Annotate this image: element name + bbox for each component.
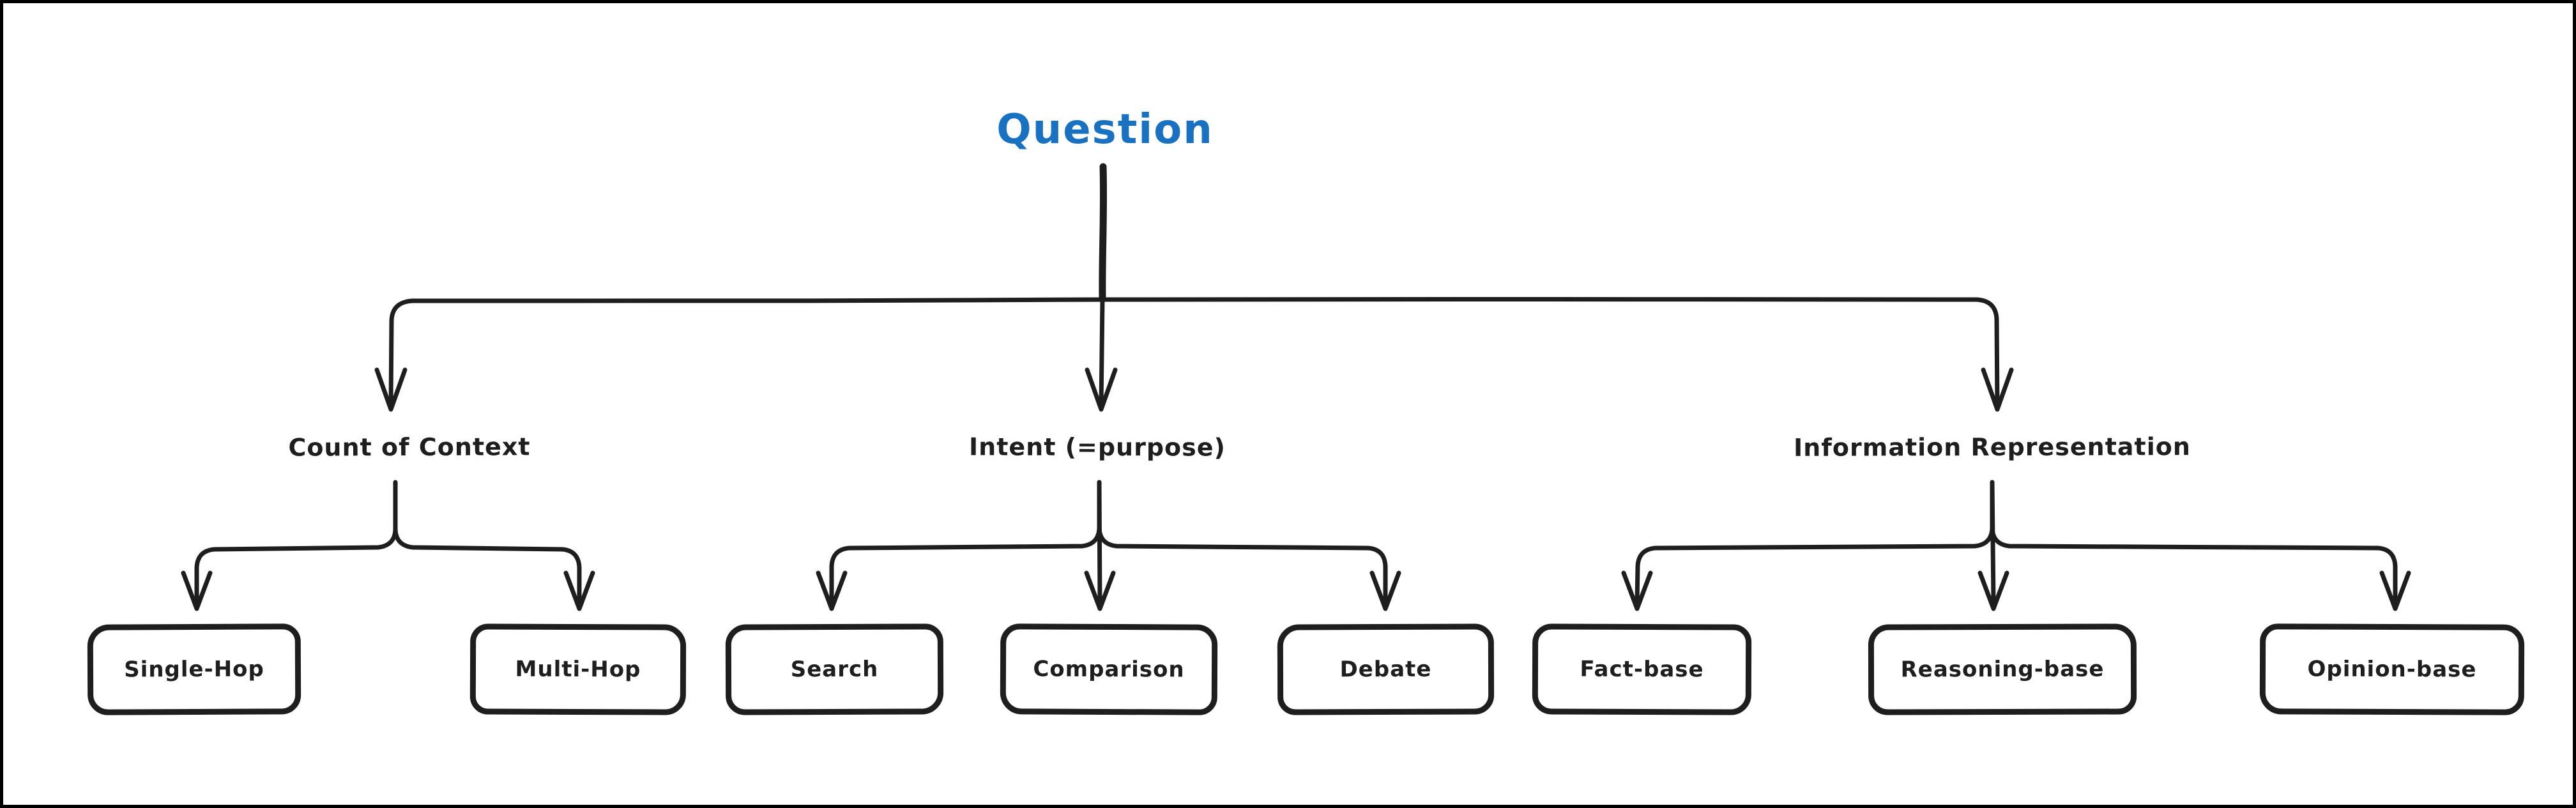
- node-reasoning-base: Reasoning-base: [1868, 623, 2137, 715]
- arrowhead-multi-hop: [563, 570, 595, 611]
- node-multi-hop-label: Multi-Hop: [515, 656, 641, 683]
- node-comparison-label: Comparison: [1033, 656, 1185, 683]
- arrowhead-single-hop: [181, 570, 213, 611]
- node-single-hop-label: Single-Hop: [124, 656, 264, 683]
- edge-intent-to-search: [829, 480, 1102, 605]
- node-search-label: Search: [790, 656, 879, 683]
- node-debate-label: Debate: [1339, 656, 1432, 683]
- edge-intent-to-comparison: [1097, 480, 1102, 605]
- arrowhead-fact-base: [1621, 570, 1653, 611]
- edge-count-to-single-hop: [194, 480, 398, 605]
- node-single-hop: Single-Hop: [87, 623, 301, 715]
- edge-inforep-to-fact-base: [1635, 480, 1995, 605]
- edge-question-to-intent: [1099, 297, 1105, 408]
- arrowhead-comparison: [1084, 570, 1116, 611]
- node-fact-base: Fact-base: [1532, 623, 1752, 715]
- node-intent-purpose: Intent (=purpose): [969, 432, 1226, 462]
- edge-inforep-to-opinion-base: [1990, 526, 2398, 605]
- node-search: Search: [725, 623, 944, 715]
- arrowhead-information-representation: [1981, 367, 2014, 412]
- node-opinion-base: Opinion-base: [2259, 623, 2525, 715]
- edge-count-to-multi-hop: [393, 527, 582, 605]
- node-reasoning-base-label: Reasoning-base: [1900, 656, 2105, 683]
- node-information-representation: Information Representation: [1794, 432, 2191, 462]
- arrowhead-count-of-context: [374, 367, 408, 412]
- edge-intent-to-debate: [1097, 526, 1388, 605]
- node-multi-hop: Multi-Hop: [469, 623, 687, 715]
- connector-lines: [181, 163, 2411, 611]
- arrowhead-opinion-base: [2379, 570, 2411, 611]
- node-question: Question: [996, 106, 1214, 153]
- node-comparison: Comparison: [1000, 623, 1218, 715]
- edge-question-trunk: [1099, 163, 1108, 302]
- arrowhead-intent: [1085, 367, 1118, 412]
- arrowhead-reasoning-base: [1978, 570, 2009, 611]
- edge-inforep-to-reasoning-base: [1990, 480, 1996, 605]
- node-opinion-base-label: Opinion-base: [2307, 656, 2477, 683]
- arrowhead-search: [816, 570, 848, 611]
- edge-question-to-count-of-context: [388, 297, 1105, 408]
- node-debate: Debate: [1277, 623, 1495, 715]
- node-fact-base-label: Fact-base: [1580, 656, 1704, 683]
- arrowhead-debate: [1369, 570, 1401, 611]
- edge-question-to-information-representation: [1100, 296, 2000, 408]
- node-count-of-context: Count of Context: [288, 432, 531, 462]
